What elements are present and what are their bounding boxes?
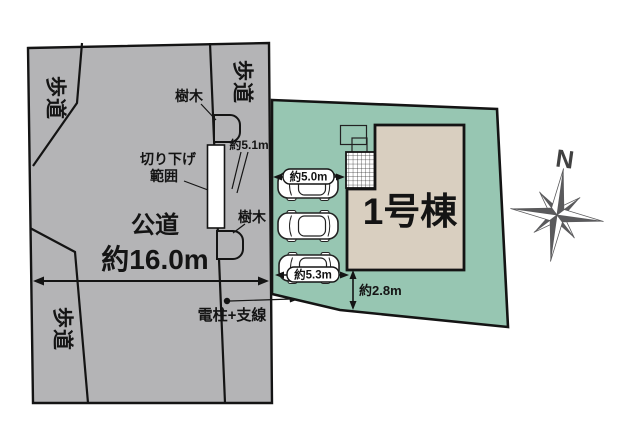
road-width-label: 約16.0m xyxy=(101,243,208,275)
tree-leader-2 xyxy=(232,223,246,234)
parking3-arrowhead-right xyxy=(340,271,349,279)
curb-cut-width-leader-1 xyxy=(231,151,242,190)
road-type-label: 公道 xyxy=(131,211,179,239)
setback-arrowhead-bottom xyxy=(349,301,357,310)
road-width-arrowhead-left xyxy=(33,276,44,286)
parking3-arrowhead-left xyxy=(275,271,284,279)
setback-label: 約2.8m xyxy=(359,283,402,298)
sidewalk-label-top-right: 歩道 xyxy=(231,60,255,104)
sidewalk-boundary-bottom-left xyxy=(29,227,90,404)
road-area xyxy=(26,41,274,405)
building-outline xyxy=(345,123,466,272)
curb-cut-width-leader-2 xyxy=(236,151,249,194)
curb-cut-label-line1: 切り下げ xyxy=(140,151,197,167)
sidewalk-boundary-top-left xyxy=(32,42,84,167)
parking1-dimension-pill xyxy=(282,168,335,185)
car-2 xyxy=(277,209,339,243)
utility-pole-arrow-line xyxy=(229,298,293,302)
tree-planter-2 xyxy=(216,230,244,260)
sidewalk-label-bottom-left: 歩道 xyxy=(51,307,75,351)
parking3-dimension-pill xyxy=(286,266,340,283)
tree-label-1: 樹木 xyxy=(175,88,204,104)
tree-planter-1 xyxy=(213,114,241,143)
tree-label-2: 樹木 xyxy=(238,209,267,225)
building-label: 1号棟 xyxy=(363,191,459,232)
utility-pole-label: 電柱+支線 xyxy=(198,306,267,324)
setback-arrowhead-top xyxy=(349,270,357,279)
curb-cut-leader xyxy=(183,180,209,191)
compass-rose: N xyxy=(510,144,604,262)
sidewalk-label-top-left: 歩道 xyxy=(44,76,68,120)
curb-cut-label-line2: 範囲 xyxy=(150,168,178,184)
parking1-length-label: 約5.0m xyxy=(290,170,328,184)
curb-cut-area xyxy=(206,144,226,229)
parking1-arrowhead-right xyxy=(336,173,345,181)
utility-pole-dot xyxy=(223,297,231,305)
curb-cut-width-label: 約5.1m xyxy=(229,137,268,152)
road-width-arrowhead-right xyxy=(258,276,269,286)
parking1-arrowhead-left xyxy=(273,173,282,181)
entrance-step-1 xyxy=(339,124,368,146)
parking3-length-label: 約5.3m xyxy=(294,268,332,282)
compass-north-label: N xyxy=(554,144,576,174)
tree-leader-1 xyxy=(200,103,217,121)
entrance-porch-hatch xyxy=(345,151,376,189)
